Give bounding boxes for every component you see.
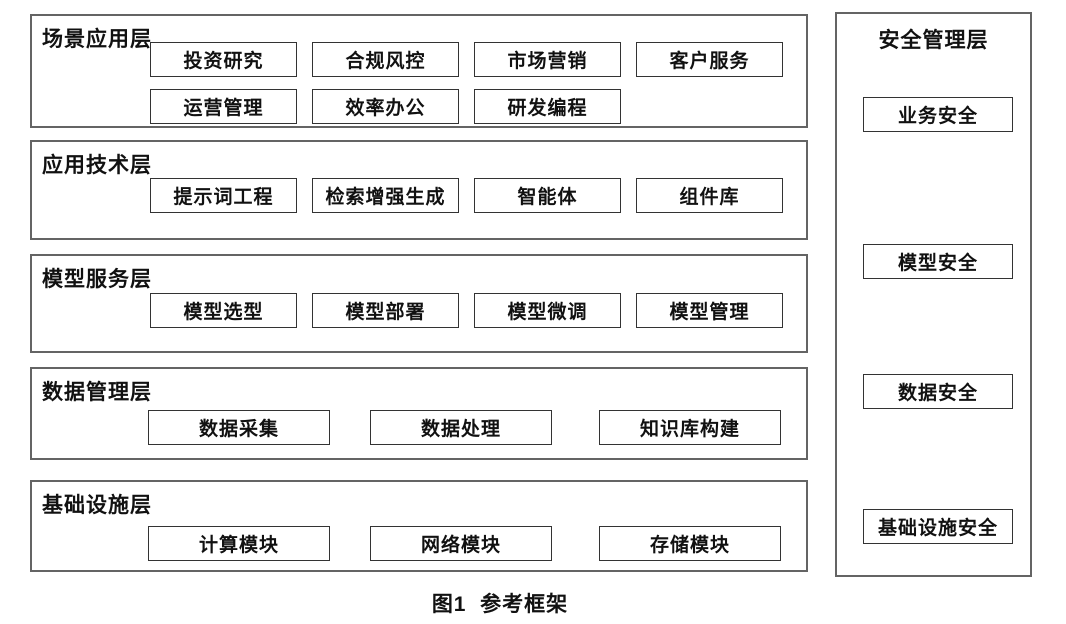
module-box-model-management: 模型管理 xyxy=(636,293,783,328)
layer-scenario-application-title: 场景应用层 xyxy=(42,28,152,51)
module-box-infrastructure-security: 基础设施安全 xyxy=(863,509,1013,544)
module-box-agent: 智能体 xyxy=(474,178,621,213)
module-box-compliance-risk: 合规风控 xyxy=(312,42,459,77)
layer-data-management-title: 数据管理层 xyxy=(42,381,152,404)
module-box-investment-research: 投资研究 xyxy=(150,42,297,77)
layer-model-service: 模型服务层 模型选型 模型部署 模型微调 模型管理 xyxy=(30,254,808,353)
module-box-prompt-engineering: 提示词工程 xyxy=(150,178,297,213)
module-box-model-finetuning: 模型微调 xyxy=(474,293,621,328)
module-box-data-security: 数据安全 xyxy=(863,374,1013,409)
layer-security-management-title: 安全管理层 xyxy=(878,29,989,52)
module-box-storage: 存储模块 xyxy=(599,526,781,561)
figure-caption: 图1 参考框架 xyxy=(431,593,569,616)
module-box-customer-service: 客户服务 xyxy=(636,42,783,77)
module-box-business-security: 业务安全 xyxy=(863,97,1013,132)
module-box-data-processing: 数据处理 xyxy=(370,410,552,445)
module-box-data-collection: 数据采集 xyxy=(148,410,330,445)
module-box-marketing: 市场营销 xyxy=(474,42,621,77)
module-box-rag: 检索增强生成 xyxy=(312,178,459,213)
layer-application-technology: 应用技术层 提示词工程 检索增强生成 智能体 组件库 xyxy=(30,140,808,240)
module-box-model-security: 模型安全 xyxy=(863,244,1013,279)
module-box-rnd-coding: 研发编程 xyxy=(474,89,621,124)
module-box-component-library: 组件库 xyxy=(636,178,783,213)
layer-scenario-application: 场景应用层 投资研究 合规风控 市场营销 客户服务 运营管理 效率办公 研发编程 xyxy=(30,14,808,128)
layer-data-management: 数据管理层 数据采集 数据处理 知识库构建 xyxy=(30,367,808,460)
module-box-model-deployment: 模型部署 xyxy=(312,293,459,328)
layer-security-management: 安全管理层 业务安全 模型安全 数据安全 基础设施安全 xyxy=(835,12,1032,577)
module-box-network: 网络模块 xyxy=(370,526,552,561)
layer-infrastructure-title: 基础设施层 xyxy=(42,494,152,517)
module-box-office-efficiency: 效率办公 xyxy=(312,89,459,124)
module-box-compute: 计算模块 xyxy=(148,526,330,561)
module-box-operations-management: 运营管理 xyxy=(150,89,297,124)
layer-application-technology-title: 应用技术层 xyxy=(42,154,152,177)
module-box-knowledge-base-construction: 知识库构建 xyxy=(599,410,781,445)
layer-model-service-title: 模型服务层 xyxy=(42,268,152,291)
module-box-model-selection: 模型选型 xyxy=(150,293,297,328)
layer-infrastructure: 基础设施层 计算模块 网络模块 存储模块 xyxy=(30,480,808,572)
